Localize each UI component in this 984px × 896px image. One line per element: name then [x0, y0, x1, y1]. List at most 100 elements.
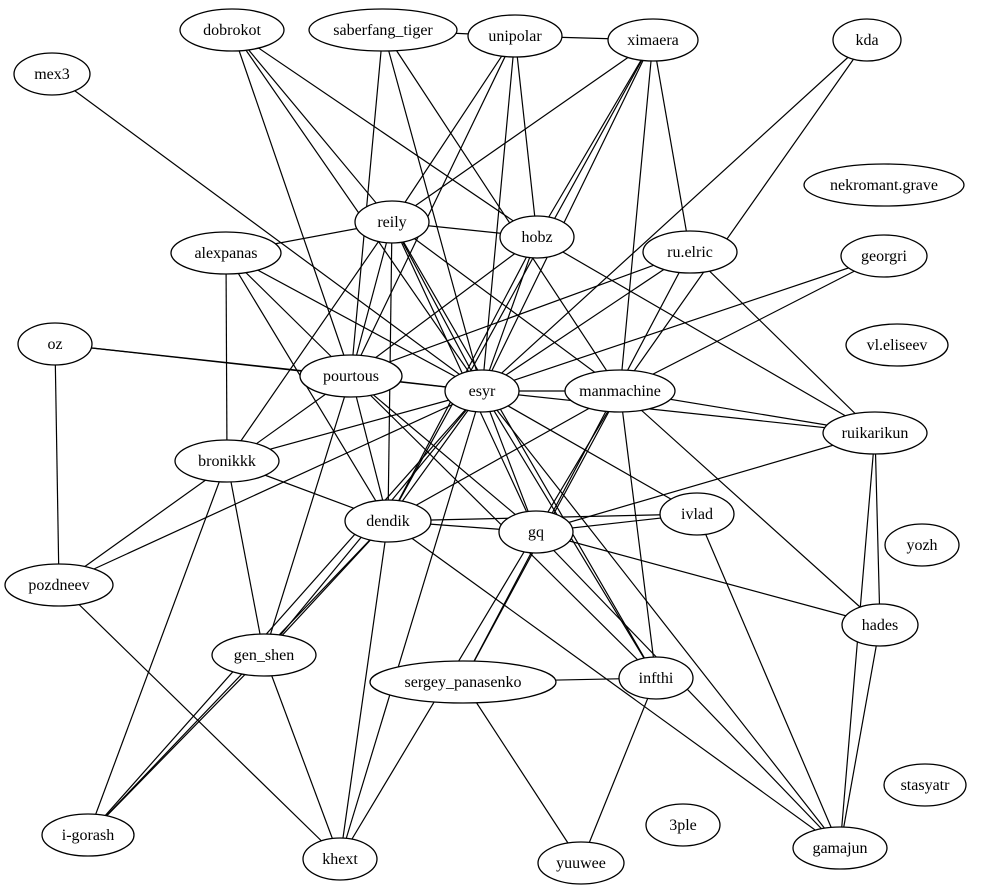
- node-i-gorash: i-gorash: [41, 813, 135, 857]
- node-ellipse: [4, 563, 114, 607]
- node-ellipse: [13, 52, 91, 96]
- edge-esyr-khext: [339, 390, 483, 860]
- edge-ximaera-manmachine: [619, 39, 654, 392]
- node-ellipse: [792, 826, 888, 870]
- node-ellipse: [211, 633, 317, 677]
- node-label: stasyatr: [901, 777, 951, 794]
- node-label: hades: [862, 617, 898, 634]
- node-ellipse: [618, 656, 694, 700]
- edge-dendik-khext: [339, 520, 389, 860]
- node-label: georgri: [861, 248, 907, 265]
- edge-gen_shen-khext: [263, 654, 341, 860]
- edge-ximaera-dendik: [387, 39, 654, 522]
- node-label: gen_shen: [234, 647, 294, 664]
- node-label: yozh: [906, 537, 937, 554]
- node-dendik: dendik: [344, 499, 432, 543]
- node-label: khext: [322, 851, 358, 868]
- node-ellipse: [308, 8, 458, 52]
- edge-georgri-manmachine: [619, 255, 885, 392]
- node-label: hobz: [521, 229, 552, 246]
- node-label: pozdneev: [28, 577, 89, 594]
- node-ellipse: [645, 803, 721, 847]
- edge-reily-bronikkk: [226, 221, 393, 462]
- node-label: mex3: [34, 66, 70, 83]
- edge-esyr-gq: [481, 390, 537, 533]
- node-ellipse: [832, 18, 902, 62]
- node-ellipse: [840, 234, 928, 278]
- node-ellipse: [498, 510, 574, 554]
- edge-hades-gamajun: [839, 624, 881, 849]
- node-label: bronikkk: [198, 453, 256, 470]
- node-label: vl.eliseev: [867, 337, 928, 354]
- edge-alexpanas-pourtous: [225, 252, 352, 377]
- edge-alexpanas-bronikkk: [225, 252, 228, 462]
- node-gamajun: gamajun: [792, 826, 888, 870]
- edge-unipolar-esyr: [481, 35, 516, 392]
- edge-kda-esyr: [481, 39, 868, 392]
- node-pozdneev: pozdneev: [4, 563, 114, 607]
- node-ellipse: [467, 14, 563, 58]
- edge-reily-manmachine: [391, 221, 621, 392]
- node-khext: khext: [302, 837, 378, 881]
- edge-pozdneev-khext: [58, 584, 341, 860]
- node-label: ru.elric: [667, 244, 713, 261]
- node-label: 3ple: [669, 817, 697, 834]
- node-oz: oz: [17, 322, 93, 366]
- node-ellipse: [642, 230, 738, 274]
- edge-gen_shen-i-gorash: [87, 654, 265, 836]
- edge-gq-gamajun: [535, 531, 841, 849]
- node-label: esyr: [469, 383, 496, 400]
- edge-dendik-gamajun: [387, 520, 841, 849]
- node-dobrokot: dobrokot: [179, 8, 285, 52]
- node-esyr: esyr: [444, 369, 520, 413]
- edge-esyr-i-gorash: [87, 390, 483, 836]
- node-ellipse: [537, 841, 625, 885]
- edge-manmachine-gq: [535, 390, 621, 533]
- node-label: gq: [528, 524, 544, 541]
- node-ellipse: [302, 837, 378, 881]
- edge-dobrokot-esyr: [231, 29, 483, 392]
- edge-ruikarikun-gq: [535, 432, 876, 533]
- node-label: yuuwee: [556, 855, 606, 872]
- edge-bronikkk-i-gorash: [87, 460, 228, 836]
- node-stasyatr: stasyatr: [883, 763, 967, 807]
- node-ellipse: [884, 523, 960, 567]
- node-alexpanas: alexpanas: [170, 231, 282, 275]
- node-ellipse: [822, 411, 928, 455]
- edge-ru.elric-sergey_panasenko: [462, 251, 691, 683]
- edge-ru.elric-esyr: [481, 251, 691, 392]
- edge-mex3-esyr: [51, 73, 483, 392]
- node-ellipse: [883, 763, 967, 807]
- node-label: sergey_panasenko: [405, 674, 522, 691]
- node-ellipse: [354, 200, 430, 244]
- node-ellipse: [17, 322, 93, 366]
- node-label: oz: [47, 336, 62, 353]
- edge-manmachine-infthi: [619, 390, 657, 679]
- node-reily: reily: [354, 200, 430, 244]
- node-label: unipolar: [488, 28, 542, 45]
- node-kda: kda: [832, 18, 902, 62]
- node-georgri: georgri: [840, 234, 928, 278]
- node-3ple: 3ple: [645, 803, 721, 847]
- edge-manmachine-hades: [619, 390, 881, 626]
- node-pourtous: pourtous: [299, 354, 403, 398]
- edge-dendik-i-gorash: [87, 520, 389, 836]
- node-bronikkk: bronikkk: [174, 439, 280, 483]
- edge-hobz-esyr: [481, 236, 538, 392]
- edge-esyr-dendik: [387, 390, 483, 522]
- node-vl.eliseev: vl.eliseev: [845, 323, 949, 367]
- edge-pourtous-gen_shen: [263, 375, 352, 656]
- edge-georgri-esyr: [481, 255, 885, 392]
- node-sergey_panasenko: sergey_panasenko: [369, 660, 557, 704]
- node-yuuwee: yuuwee: [537, 841, 625, 885]
- node-ellipse: [170, 231, 282, 275]
- edge-hobz-pourtous: [350, 236, 538, 377]
- node-ellipse: [841, 603, 919, 647]
- edge-oz-pozdneev: [54, 343, 60, 586]
- edge-esyr-pozdneev: [58, 390, 483, 586]
- edge-ruikarikun-hades: [874, 432, 881, 626]
- node-ivlad: ivlad: [659, 492, 735, 536]
- edge-ximaera-reily: [391, 39, 654, 223]
- node-label: gamajun: [812, 840, 867, 857]
- node-unipolar: unipolar: [467, 14, 563, 58]
